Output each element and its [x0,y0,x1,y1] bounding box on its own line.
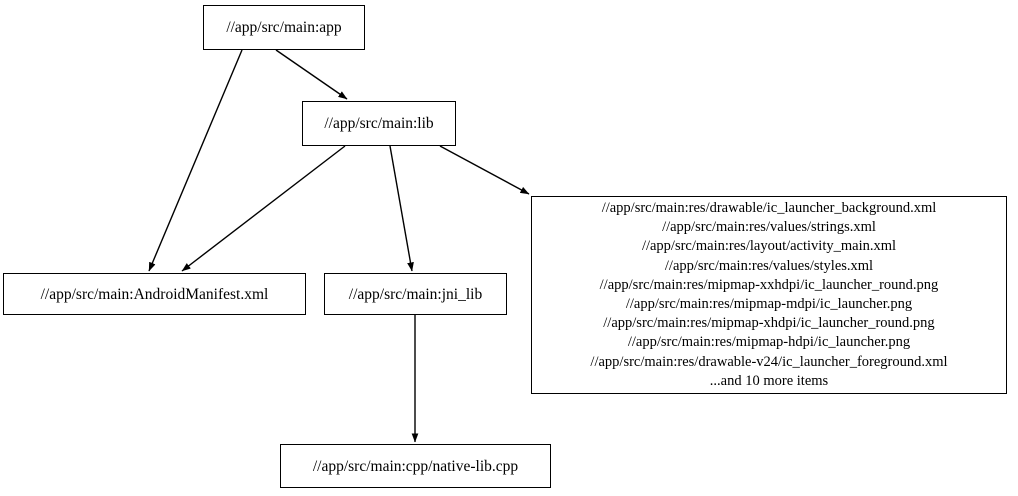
node-jni-lib[interactable]: //app/src/main:jni_lib [324,273,507,315]
node-res-group[interactable]: //app/src/main:res/drawable/ic_launcher_… [531,196,1007,394]
node-app-label: //app/src/main:app [226,19,342,36]
node-app[interactable]: //app/src/main:app [203,5,365,50]
node-android-manifest-label: //app/src/main:AndroidManifest.xml [40,285,269,303]
edge-app-to-lib [275,49,348,100]
edge-app-to-manifest [148,49,243,272]
node-res-group-label: //app/src/main:res/drawable/ic_launcher_… [590,199,948,389]
node-jni-lib-label: //app/src/main:jni_lib [348,285,483,303]
node-lib[interactable]: //app/src/main:lib [302,101,456,146]
node-lib-label: //app/src/main:lib [324,115,434,132]
edge-lib-to-res-group [439,145,530,195]
node-native-lib-cpp[interactable]: //app/src/main:cpp/native-lib.cpp [280,444,551,488]
node-native-lib-cpp-label: //app/src/main:cpp/native-lib.cpp [312,457,519,475]
edge-lib-to-manifest [181,145,346,272]
node-android-manifest[interactable]: //app/src/main:AndroidManifest.xml [3,273,306,315]
edge-lib-to-jni-lib [389,145,414,272]
